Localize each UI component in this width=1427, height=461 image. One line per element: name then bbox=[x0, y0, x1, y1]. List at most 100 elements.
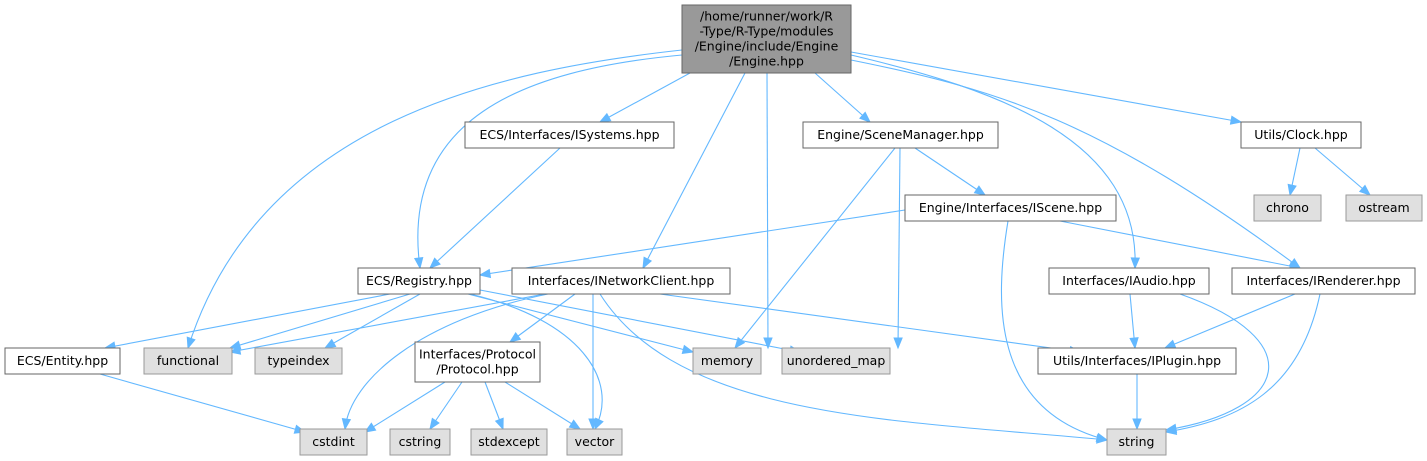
edge-line bbox=[104, 293, 391, 349]
edge-protocol-to-stdexcept bbox=[484, 381, 504, 431]
edge-arrowhead-icon bbox=[363, 422, 377, 433]
edge-inetwork-to-functional bbox=[228, 293, 546, 355]
node-box bbox=[143, 347, 233, 375]
node-protocol[interactable]: Interfaces/Protocol/Protocol.hpp bbox=[414, 341, 541, 383]
node-cstring[interactable]: cstring bbox=[389, 428, 451, 456]
node-label: /Engine.hpp bbox=[729, 54, 804, 69]
node-box bbox=[464, 121, 675, 149]
node-label: memory bbox=[701, 353, 754, 368]
edge-iscene-to-irenderer bbox=[1059, 220, 1302, 271]
edges-layer bbox=[99, 49, 1372, 444]
edge-engine-to-scenemanager bbox=[814, 72, 872, 123]
edge-arrowhead-icon bbox=[588, 418, 598, 431]
edge-engine-to-irenderer bbox=[850, 59, 1302, 269]
edge-arrowhead-icon bbox=[186, 336, 196, 350]
edge-arrowhead-icon bbox=[893, 337, 903, 350]
node-box bbox=[904, 194, 1117, 222]
edge-engine-to-functional bbox=[186, 49, 683, 350]
edge-arrowhead-icon bbox=[859, 111, 872, 123]
node-label: ECS/Registry.hpp bbox=[366, 273, 472, 288]
edge-line bbox=[99, 373, 306, 433]
edge-line bbox=[324, 293, 421, 349]
edge-clock-to-chrono bbox=[1287, 147, 1301, 197]
node-label: Interfaces/Protocol bbox=[419, 347, 536, 362]
edge-scenemanager-to-unordered_map bbox=[893, 147, 903, 350]
edge-line bbox=[814, 72, 871, 123]
node-label: Utils/Clock.hpp bbox=[1254, 127, 1348, 142]
edge-iscene-to-string bbox=[1000, 220, 1109, 442]
edge-arrowhead-icon bbox=[1287, 183, 1297, 197]
edge-line bbox=[417, 54, 683, 269]
node-label: /home/runner/work/R bbox=[700, 9, 833, 24]
edge-inetwork-to-string bbox=[599, 293, 1109, 444]
node-cstdint[interactable]: cstdint bbox=[299, 428, 368, 456]
edge-arrowhead-icon bbox=[1129, 337, 1139, 350]
edge-line bbox=[850, 59, 1301, 269]
node-memory[interactable]: memory bbox=[692, 347, 762, 375]
node-label: Interfaces/INetworkClient.hpp bbox=[528, 273, 715, 288]
node-vector[interactable]: vector bbox=[566, 428, 623, 456]
edge-arrowhead-icon bbox=[478, 268, 492, 279]
edge-line bbox=[1314, 147, 1371, 196]
node-scenemanager[interactable]: Engine/SceneManager.hpp bbox=[802, 121, 999, 149]
node-box bbox=[566, 428, 623, 456]
node-box bbox=[389, 428, 451, 456]
node-box bbox=[1253, 194, 1322, 222]
node-label: /Protocol.hpp bbox=[436, 362, 518, 377]
node-label: Engine/Interfaces/IScene.hpp bbox=[919, 200, 1102, 215]
node-box bbox=[254, 347, 343, 375]
node-iplugin[interactable]: Utils/Interfaces/IPlugin.hpp bbox=[1037, 347, 1237, 375]
edge-engine-to-inetwork bbox=[642, 72, 746, 270]
edge-arrowhead-icon bbox=[323, 338, 337, 349]
node-isystems[interactable]: ECS/Interfaces/ISystems.hpp bbox=[464, 121, 675, 149]
edge-arrowhead-icon bbox=[494, 417, 504, 431]
node-stdexcept[interactable]: stdexcept bbox=[470, 428, 548, 456]
node-typeindex[interactable]: typeindex bbox=[254, 347, 343, 375]
edge-arrowhead-icon bbox=[508, 331, 522, 343]
edge-arrowhead-icon bbox=[763, 337, 773, 350]
node-box bbox=[1345, 194, 1423, 222]
node-inetwork[interactable]: Interfaces/INetworkClient.hpp bbox=[511, 267, 731, 295]
node-box bbox=[1106, 428, 1167, 456]
edge-engine-to-memory bbox=[763, 72, 773, 350]
edge-line bbox=[1165, 293, 1321, 433]
edge-line bbox=[479, 209, 906, 276]
node-engine[interactable]: /home/runner/work/R-Type/R-Type/modules/… bbox=[681, 4, 852, 74]
edge-arrowhead-icon bbox=[341, 417, 352, 431]
node-string[interactable]: string bbox=[1106, 428, 1167, 456]
edge-engine-to-isystems bbox=[598, 72, 691, 123]
edge-arrowhead-icon bbox=[681, 344, 695, 354]
node-box bbox=[470, 428, 548, 456]
edge-arrowhead-icon bbox=[1358, 184, 1372, 196]
edge-line bbox=[467, 293, 694, 353]
node-clock[interactable]: Utils/Clock.hpp bbox=[1240, 121, 1362, 149]
edge-line bbox=[914, 147, 986, 196]
node-label: stdexcept bbox=[478, 434, 539, 449]
node-chrono[interactable]: chrono bbox=[1253, 194, 1322, 222]
edge-registry-to-entity bbox=[103, 293, 391, 351]
node-iaudio[interactable]: Interfaces/IAudio.hpp bbox=[1048, 267, 1210, 295]
node-box bbox=[1240, 121, 1362, 149]
node-label: Interfaces/IRenderer.hpp bbox=[1246, 273, 1400, 288]
node-box bbox=[1048, 267, 1210, 295]
node-box bbox=[299, 428, 368, 456]
node-registry[interactable]: ECS/Registry.hpp bbox=[357, 267, 481, 295]
node-iscene[interactable]: Engine/Interfaces/IScene.hpp bbox=[904, 194, 1117, 222]
node-functional[interactable]: functional bbox=[143, 347, 233, 375]
node-label: /Engine/include/Engine bbox=[695, 39, 839, 54]
node-entity[interactable]: ECS/Entity.hpp bbox=[4, 347, 121, 375]
node-box bbox=[1037, 347, 1237, 375]
node-box bbox=[357, 267, 481, 295]
edge-registry-to-memory bbox=[467, 293, 695, 354]
edge-arrowhead-icon bbox=[973, 185, 987, 196]
edge-arrowhead-icon bbox=[598, 112, 612, 123]
edge-arrowhead-icon bbox=[568, 419, 582, 430]
node-ostream[interactable]: ostream bbox=[1345, 194, 1423, 222]
node-label: ECS/Entity.hpp bbox=[17, 353, 108, 368]
node-irenderer[interactable]: Interfaces/IRenderer.hpp bbox=[1231, 267, 1416, 295]
edge-arrowhead-icon bbox=[1229, 115, 1243, 125]
node-label: typeindex bbox=[267, 353, 329, 368]
edge-arrowhead-icon bbox=[228, 345, 242, 355]
node-unordered_map[interactable]: unordered_map bbox=[781, 347, 891, 375]
